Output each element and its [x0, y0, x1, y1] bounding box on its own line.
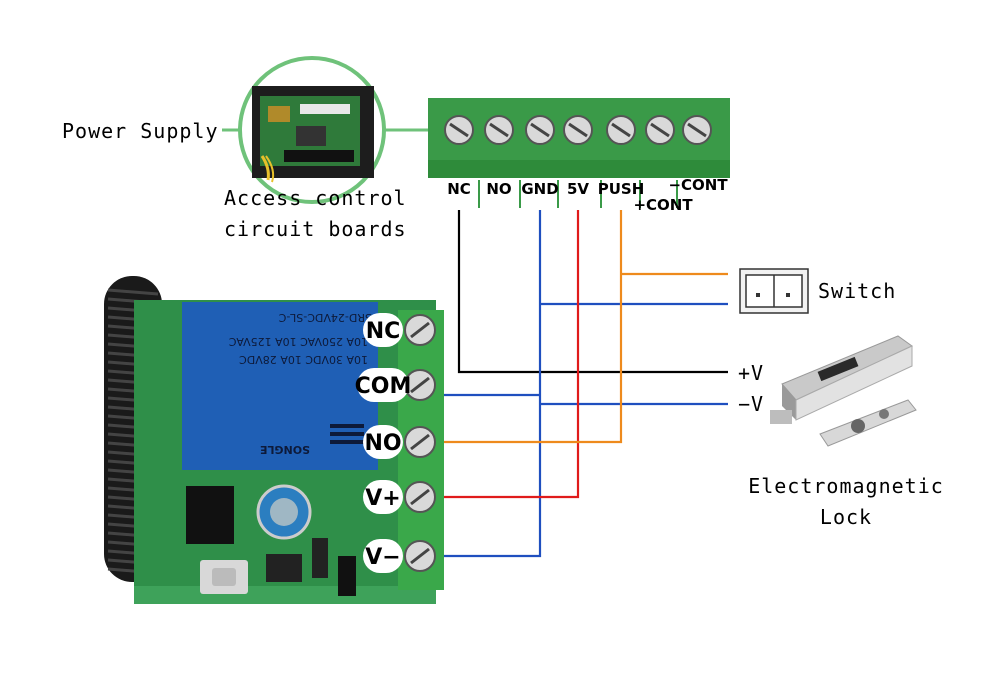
relay-pin-badge	[363, 425, 403, 459]
terminal-label: NO	[486, 180, 511, 198]
access-control-board	[222, 56, 428, 204]
relay-rating-2: 10A 30VDC 10A 28VDC	[239, 353, 368, 366]
lock-label-line2: Lock	[820, 505, 872, 529]
electromagnetic-lock	[770, 335, 917, 447]
switch[interactable]	[739, 268, 809, 314]
switch-label: Switch	[818, 279, 896, 303]
nc-wire	[457, 210, 728, 374]
push-wire	[425, 210, 623, 444]
access-control-label-line2: circuit boards	[224, 217, 407, 241]
v5-wire	[425, 210, 580, 499]
relay-pin-label: COM	[355, 374, 412, 399]
plus-v-label: +V	[738, 361, 764, 385]
relay-pin-badge	[363, 539, 403, 573]
terminal-label: PUSH	[598, 180, 645, 198]
terminal-label: +CONT	[633, 196, 693, 214]
relay-pin-label: V−	[365, 545, 400, 570]
gnd-wire	[425, 210, 542, 558]
relay-rating-1: 10A 250VAC 10A 125VAC	[228, 335, 368, 348]
chip	[186, 486, 234, 544]
relay-pin-label: NC	[366, 319, 401, 344]
terminal-label: 5V	[567, 180, 589, 198]
relay-pin-badge	[363, 313, 403, 347]
terminal-label: NC	[447, 180, 471, 198]
minus-v-label: −V	[738, 392, 764, 416]
power-supply-label: Power Supply	[62, 119, 219, 143]
terminal-label: −CONT	[668, 176, 728, 194]
wires	[425, 210, 728, 558]
terminal-label: GND	[521, 180, 558, 198]
antenna-coil	[107, 288, 159, 296]
access-control-label-line1: Access control	[224, 186, 407, 210]
lock-label-line1: Electromagnetic	[748, 474, 944, 498]
relay-pin-badge	[363, 480, 403, 514]
relay-pin-label: V+	[365, 486, 400, 511]
relay-pin-label: NO	[364, 431, 401, 456]
relay-brand-text: SONGLE	[260, 443, 310, 456]
relay-model-text: SRD-24VDC-SL-C	[278, 311, 372, 324]
relay-pin-badge	[357, 368, 409, 402]
terminal-block: NC NO GND 5V PUSH+CONT −CONT	[428, 98, 730, 214]
